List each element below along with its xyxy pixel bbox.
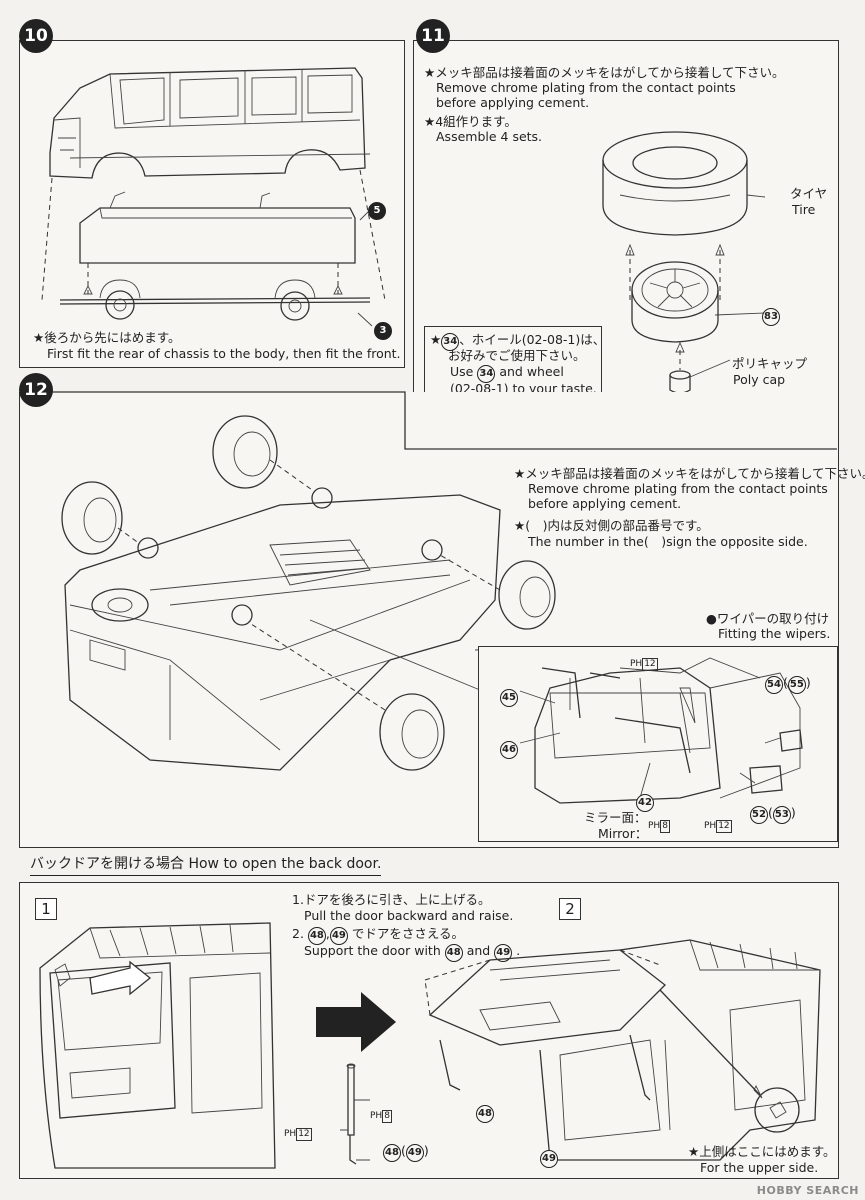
watermark: HOBBY SEARCH — [756, 1184, 859, 1197]
instr2-num: 2. — [292, 926, 304, 941]
backdoor-panel — [19, 882, 839, 1179]
damper-parts-illustration — [340, 1063, 370, 1165]
instr2-part-49: 49 — [329, 927, 348, 945]
step11-note2-jp: ★4組作ります。 — [424, 114, 517, 129]
option-jp-1: 、ホイール(02-08-1)は、 — [459, 332, 606, 347]
step10-number: 10 — [19, 19, 53, 53]
part-3-callout: 3 — [374, 318, 392, 340]
option-en-line1: Use 34 and wheel — [450, 364, 564, 383]
damper-part-49: 49 — [405, 1144, 424, 1162]
backdoor-step2-illustration — [424, 939, 821, 1161]
step12-note1-jp: ★メッキ部品は接着面のメッキをはがしてから接着して下さい。 — [514, 466, 865, 481]
instr2-jp-suffix: でドアをささえる。 — [351, 926, 465, 941]
wiper-title-jp: ●ワイパーの取り付け — [706, 611, 830, 626]
polycap-label-en: Poly cap — [733, 372, 786, 387]
instr2-en-and: and — [466, 943, 491, 958]
tire-label-jp: タイヤ — [790, 186, 828, 201]
part-53: 53 — [772, 806, 791, 824]
part-54: 54 — [765, 676, 783, 694]
step11-tire-wheel-illustration — [602, 131, 766, 394]
option-en-1b: and wheel — [499, 364, 564, 379]
part-3: 3 — [374, 322, 392, 340]
part-83-callout: 83 — [762, 304, 780, 326]
step11-note1-en-2: before applying cement. — [436, 95, 590, 110]
instr2-en-prefix: Support the door with — [304, 943, 441, 958]
step12-note1-en-1: Remove chrome plating from the contact p… — [528, 481, 828, 496]
part-5-callout: 5 — [368, 198, 386, 220]
backdoor-step1-label: 1 — [35, 898, 57, 920]
step12-number: 12 — [19, 373, 53, 407]
step11-note1-en-1: Remove chrome plating from the contact p… — [436, 80, 736, 95]
step10-note-jp: ★後ろから先にはめます。 — [33, 330, 181, 345]
mirror-label-en: Mirror： — [598, 826, 648, 841]
step12-note2-jp: ★( )内は反対側の部品番号です。 — [514, 518, 709, 533]
damper-part-48: 48 — [383, 1144, 401, 1162]
part-52: 52 — [750, 806, 768, 824]
step11-note2-en: Assemble 4 sets. — [436, 129, 543, 144]
option-star: ★ — [430, 332, 442, 347]
option-en-1a: Use — [450, 364, 474, 379]
part-45-callout: 45 — [500, 685, 518, 707]
instr2-en-part-49: 49 — [494, 944, 513, 962]
step10-panel — [19, 40, 405, 368]
mirror-label-jp: ミラー面： — [584, 810, 647, 825]
part-42-callout: 42 — [636, 790, 654, 812]
part-45: 45 — [500, 689, 518, 707]
backdoor-title: バックドアを開ける場合 How to open the back door. — [30, 853, 382, 876]
step10-note-en: First fit the rear of chassis to the bod… — [47, 346, 401, 361]
step12-note2-en: The number in the( )sign the opposite si… — [528, 534, 808, 549]
wiper-detail-illustration — [519, 657, 803, 804]
step11-number: 11 — [416, 19, 450, 53]
part-5: 5 — [368, 202, 386, 220]
backdoor-instr1-jp: 1.ドアを後ろに引き、上に上げる。 — [292, 892, 491, 907]
polycap-label-jp: ポリキャップ — [732, 356, 808, 371]
step10-van-body-illustration — [41, 67, 386, 327]
big-arrow-illustration — [316, 992, 396, 1052]
part-83: 83 — [762, 308, 780, 326]
backdoor-instr2-en: Support the door with 48 and 49 . — [304, 943, 520, 962]
option-part-34: 34 — [441, 333, 460, 351]
damper-part-48-49: 48(49) — [383, 1143, 429, 1162]
option-note-line1: ★34、ホイール(02-08-1)は、 — [430, 332, 605, 351]
backdoor-instr2-jp: 2. 48,49 でドアをささえる。 — [292, 926, 464, 945]
upper-side-jp: ★上側はここにはめます。 — [688, 1144, 836, 1159]
upper-side-en: For the upper side. — [700, 1160, 819, 1175]
backdoor-step1-illustration — [39, 922, 276, 1169]
step12-note1-en-2: before applying cement. — [528, 496, 682, 511]
part-46-callout: 46 — [500, 737, 518, 759]
part-55: 55 — [787, 676, 806, 694]
part-52-53-callout: 52(53) — [750, 805, 796, 824]
step12-van-underside-illustration — [61, 415, 556, 771]
instr2-en-part-48: 48 — [444, 944, 463, 962]
step2-part-49: 49 — [540, 1146, 558, 1168]
step11-note1-jp: ★メッキ部品は接着面のメッキをはがしてから接着して下さい。 — [424, 65, 785, 80]
backdoor-instr1-en: Pull the door backward and raise. — [304, 908, 514, 923]
option-jp-2: お好みでご使用下さい。 — [448, 348, 586, 363]
step12-frame-top — [33, 391, 837, 450]
backdoor-step2-label: 2 — [559, 898, 581, 920]
tire-label-en: Tire — [792, 202, 816, 217]
wiper-title-en: Fitting the wipers. — [718, 626, 831, 641]
part-42: 42 — [636, 794, 654, 812]
step2-part-48: 48 — [476, 1101, 494, 1123]
part-46: 46 — [500, 741, 518, 759]
step2-part-48-label: 48 — [476, 1105, 494, 1123]
part-54-55-callout: 54(55) — [765, 675, 811, 694]
step2-part-49-label: 49 — [540, 1150, 558, 1168]
